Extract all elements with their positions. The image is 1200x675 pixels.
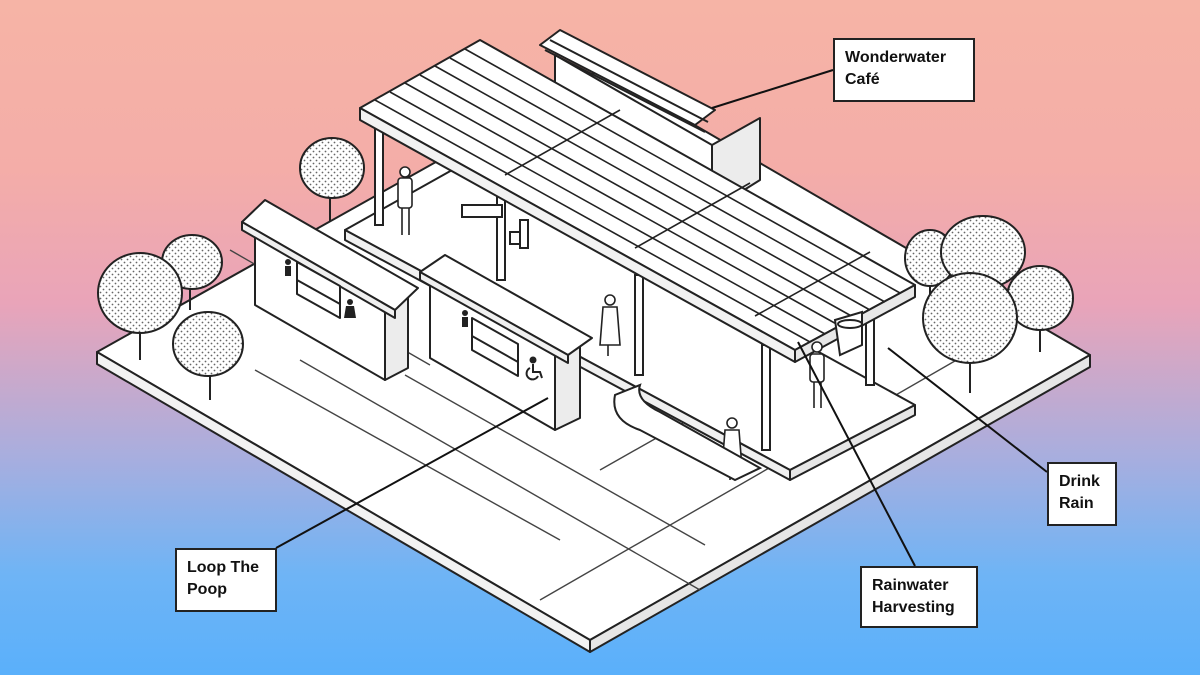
tree-left-3 (172, 311, 244, 400)
leader-cafe (711, 69, 834, 109)
tree-back-left (299, 137, 365, 222)
person-figure (397, 166, 413, 235)
label-drink-rain: Drink Rain (1047, 462, 1117, 526)
label-drink-rain-line1: Drink (1059, 473, 1100, 490)
label-cafe-line1: Wonderwater (845, 49, 947, 66)
male-icon (285, 259, 291, 276)
drinking-water-station (833, 310, 863, 357)
leader-rainwater (797, 341, 916, 567)
leader-lines (275, 69, 1048, 567)
label-loop-the-poop: Loop The Poop (175, 548, 277, 612)
wheelchair-icon (525, 356, 543, 381)
person-figure (809, 341, 825, 408)
person-figure (599, 294, 621, 356)
label-rainwater-line1: Rainwater (872, 577, 949, 594)
toilet-block-right (419, 254, 593, 431)
label-wonderwater-cafe: Wonderwater Café (833, 38, 975, 102)
label-cafe-line2: Café (845, 71, 880, 88)
ramp (613, 383, 763, 482)
canopy-pillars (374, 124, 875, 451)
label-drink-rain-line2: Rain (1059, 495, 1094, 512)
male-icon (462, 310, 468, 327)
leader-drink-rain (887, 347, 1048, 473)
leader-loop-poop (275, 397, 549, 549)
label-loop-poop-line1: Loop The (187, 559, 259, 576)
tree-right-4 (922, 272, 1018, 393)
label-rainwater-line2: Harvesting (872, 599, 955, 616)
label-rainwater-harvesting: Rainwater Harvesting (860, 566, 978, 628)
tree-right-3 (1006, 265, 1074, 352)
female-icon (344, 299, 356, 318)
tree-left-2 (97, 252, 183, 360)
label-loop-poop-line2: Poop (187, 581, 227, 598)
